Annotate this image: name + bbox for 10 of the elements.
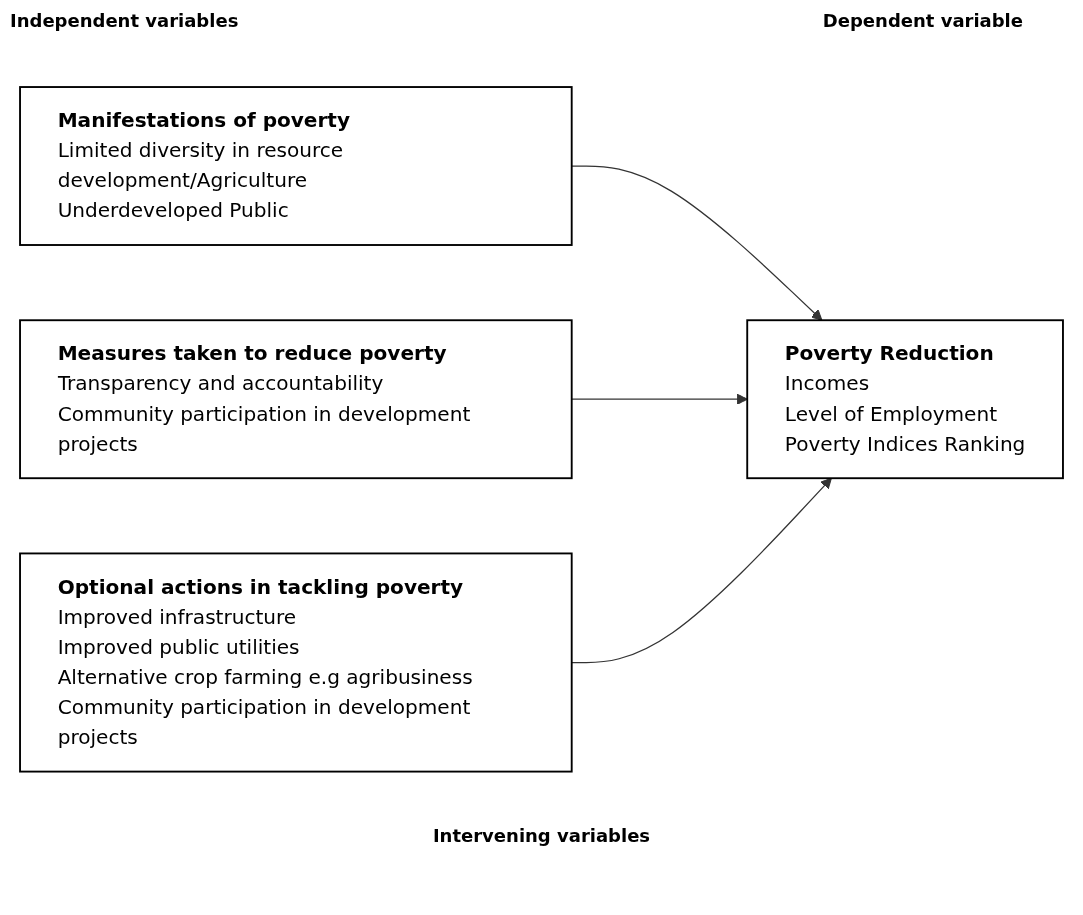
section-heading: Independent variables	[10, 10, 239, 31]
node-box: Poverty Reduction Incomes Level of Employment Poverty Indices Ranking	[746, 319, 1064, 479]
node-box: Measures taken to reduce poverty Transparency and accountability Community participation in development projects	[19, 319, 573, 479]
section-heading: Intervening variables	[432, 825, 651, 846]
node-box: Optional actions in tackling poverty Improved infrastructure Improved public utilities Alternative crop farming e.g agribusiness Community participation in development projects	[19, 552, 573, 773]
arrow	[571, 393, 748, 405]
section-heading: Dependent variable	[822, 10, 1023, 31]
node-box: Manifestations of poverty Limited diversity in resource development/Agriculture Underdeveloped Public	[19, 85, 573, 246]
arrow	[571, 165, 823, 321]
arrow	[571, 477, 832, 663]
